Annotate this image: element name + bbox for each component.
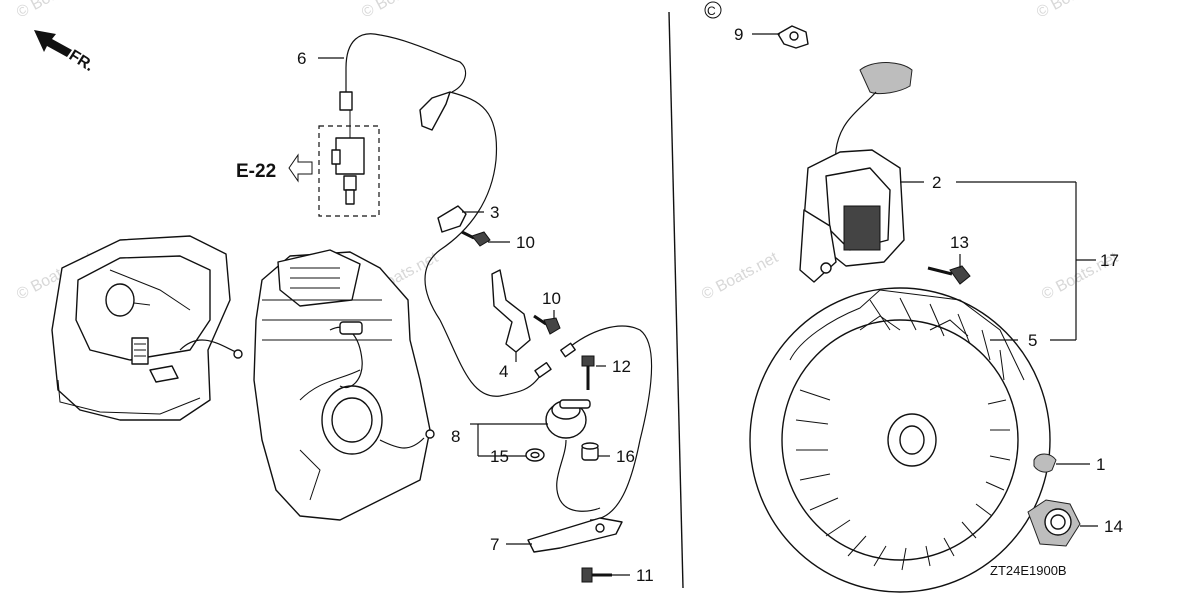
part-plate-bolt — [581, 567, 612, 583]
part-flywheel-nut — [1027, 499, 1081, 547]
svg-text:C: C — [707, 4, 716, 18]
part-washer — [525, 448, 545, 462]
callout-6: 6 — [297, 49, 306, 68]
callout-9: 9 — [734, 25, 743, 44]
part-cylinder-block — [253, 249, 435, 521]
callout-1: 1 — [1096, 455, 1105, 474]
part-wire-bracket — [491, 269, 531, 353]
callout-labels: 6 3 10 10 4 12 8 15 16 7 11 9 2 13 5 17 … — [297, 25, 1123, 585]
callout-11: 11 — [636, 566, 654, 585]
callout-12: 12 — [612, 357, 631, 376]
callout-17: 17 — [1100, 251, 1119, 270]
part-bolt-lower — [533, 314, 561, 335]
watermark: © Boats.net — [699, 249, 781, 304]
part-coil-bolt — [927, 265, 971, 285]
ignition-coil-reference-box — [318, 110, 380, 217]
part-high-tension-cord — [339, 33, 498, 321]
part-cord-clip — [437, 205, 467, 233]
callout-5: 5 — [1028, 331, 1037, 350]
part-woodruff-key — [1033, 453, 1057, 473]
part-flywheel — [749, 287, 1051, 593]
callout-14: 14 — [1104, 517, 1123, 536]
part-stop-switch — [545, 399, 591, 439]
leader-lines — [318, 33, 1098, 576]
part-bolt-upper — [461, 230, 491, 247]
part-ignition-coil — [799, 62, 913, 283]
part-switch-wire — [439, 319, 541, 397]
front-direction-arrow-icon: FR. — [34, 30, 97, 75]
callout-15: 15 — [490, 447, 509, 466]
part-crankcase — [51, 235, 243, 421]
left-arrow-icon — [288, 153, 313, 183]
watermark: © Boats.net — [359, 0, 441, 22]
reference-label: E-22 — [236, 161, 276, 182]
callout-4: 4 — [499, 362, 508, 381]
part-switch-lead — [556, 439, 601, 512]
part-cord-clamp — [777, 25, 809, 49]
part-switch-plate — [527, 517, 623, 553]
callout-3: 3 — [490, 203, 499, 222]
watermark: © Boats.net — [1034, 0, 1116, 22]
part-stop-switch-cord — [560, 325, 653, 521]
callout-7: 7 — [490, 535, 499, 554]
callout-16: 16 — [616, 447, 635, 466]
wire-terminal — [534, 362, 552, 378]
callout-2: 2 — [932, 173, 941, 192]
part-switch-nut — [581, 442, 599, 461]
section-divider — [668, 11, 684, 589]
diagram-code: ZT24E1900B — [990, 563, 1067, 578]
callout-10-upper: 10 — [516, 233, 535, 252]
reference-arrow: E-22 — [236, 153, 313, 183]
copyright-icon: C — [704, 1, 722, 19]
callout-8: 8 — [451, 427, 460, 446]
callout-10-lower: 10 — [542, 289, 561, 308]
callout-13: 13 — [950, 233, 969, 252]
watermark: © Boats.net — [14, 0, 96, 22]
